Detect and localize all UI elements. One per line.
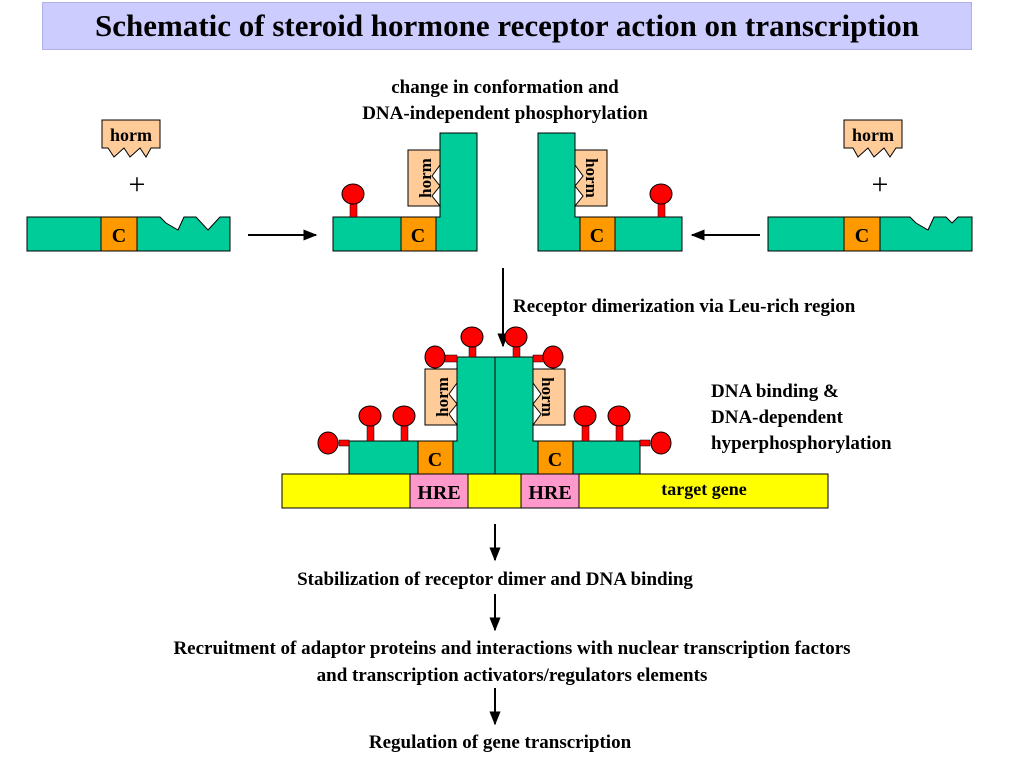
phosphate-icon	[573, 405, 597, 427]
c-domain-label: C	[112, 225, 126, 247]
c-domain-label: C	[411, 225, 425, 247]
c-domain-label: C	[590, 225, 604, 247]
page-title: Schematic of steroid hormone receptor ac…	[95, 8, 919, 43]
phosphate-icon	[607, 405, 631, 427]
recruitment-line1: Recruitment of adaptor proteins and inte…	[173, 638, 851, 659]
phosphate-icon	[341, 183, 365, 205]
plus-sign-right: +	[872, 168, 889, 201]
hormone-card-right: horm	[843, 119, 903, 158]
hormone-card-left: horm	[101, 119, 161, 158]
dna-binding-line1: DNA binding &	[711, 381, 839, 402]
hormone-label: horm	[110, 125, 152, 145]
phosphate-icon	[424, 345, 446, 369]
receptor-bound-right: horm C	[537, 132, 683, 252]
plus-sign-left: +	[129, 168, 146, 201]
target-gene-label: target gene	[661, 479, 746, 499]
dimerization-label: Receptor dimerization via Leu-rich regio…	[513, 296, 856, 317]
hormone-label: horm	[433, 377, 452, 417]
regulation-label: Regulation of gene transcription	[368, 732, 632, 753]
phosphate-icon	[542, 345, 564, 369]
phosphate-icon	[317, 431, 339, 455]
hormone-label: horm	[538, 377, 557, 417]
phosphate-icon	[460, 326, 484, 348]
recruitment-label: Recruitment of adaptor proteins and inte…	[62, 635, 962, 689]
hormone-label: horm	[852, 125, 894, 145]
c-domain-label: C	[428, 449, 442, 471]
conformation-label: change in conformation and DNA-independe…	[320, 75, 690, 127]
hormone-label: horm	[416, 158, 435, 198]
receptor-bound-left: horm C	[332, 132, 478, 252]
conformation-line2: DNA-independent phosphorylation	[362, 103, 648, 124]
phosphate-icon	[650, 431, 672, 455]
dna-strand: HRE HRE target gene	[281, 473, 829, 509]
recruitment-line2: and transcription activators/regulators …	[316, 665, 708, 686]
phosphate-icon	[392, 405, 416, 427]
phosphate-icon	[504, 326, 528, 348]
dna-binding-label: DNA binding & DNA-dependent hyperphospho…	[711, 379, 892, 457]
dna-binding-line2: DNA-dependent	[711, 407, 843, 428]
hormone-label: horm	[582, 158, 601, 198]
c-domain-label: C	[548, 449, 562, 471]
phosphate-icon	[358, 405, 382, 427]
receptor-right-unbound: C	[767, 216, 973, 252]
dna-binding-line3: hyperphosphorylation	[711, 433, 892, 454]
receptor-left-unbound: C	[26, 216, 231, 252]
title-bar: Schematic of steroid hormone receptor ac…	[42, 2, 972, 50]
hre-label: HRE	[417, 482, 460, 504]
hre-label: HRE	[528, 482, 571, 504]
receptor-dimer: horm horm C C	[317, 326, 672, 475]
stabilization-label: Stabilization of receptor dimer and DNA …	[297, 569, 693, 590]
conformation-line1: change in conformation and	[391, 77, 619, 98]
c-domain-label: C	[855, 225, 869, 247]
phosphate-icon	[649, 183, 673, 205]
